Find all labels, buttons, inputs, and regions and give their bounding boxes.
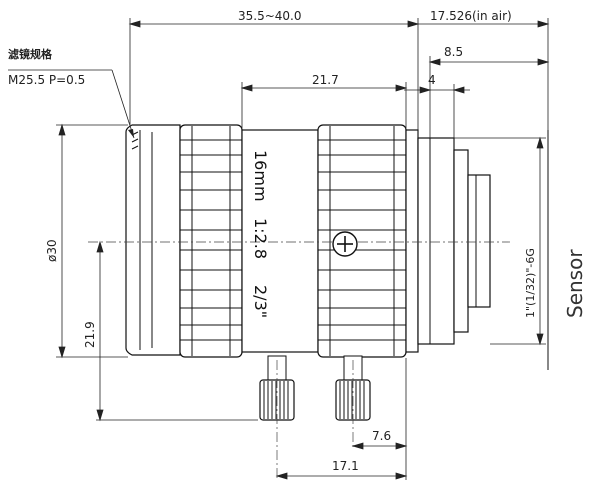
mount-step <box>453 149 469 333</box>
filter-label-cn: 滤镜规格 <box>8 47 53 61</box>
dim-screw-span <box>275 472 408 480</box>
dim-screw-offset <box>351 442 408 450</box>
dim-flange-step <box>404 86 470 94</box>
label-sensor-thread: 1"(1/32)"-6G <box>524 248 537 318</box>
marking-format: 2/3" <box>251 285 270 318</box>
marking-focal: 16mm <box>251 150 270 202</box>
extension-lines-h <box>56 124 546 421</box>
label-diameter: ø30 <box>45 239 59 262</box>
label-back-focal: 17.526(in air) <box>430 9 512 23</box>
filter-leader <box>111 69 135 139</box>
rear-collar <box>405 129 419 353</box>
label-center-height: 21.9 <box>83 321 97 348</box>
front-ring <box>125 124 181 356</box>
mount-flange <box>417 137 455 345</box>
dim-barrel-length <box>240 84 408 92</box>
center-barrel <box>241 129 319 353</box>
dim-diameter <box>58 123 66 359</box>
dim-center-height <box>96 240 104 422</box>
dim-mount-depth <box>428 58 550 66</box>
lock-screw-head <box>332 231 358 257</box>
focus-ring <box>179 124 243 358</box>
label-screw-span: 17.1 <box>332 459 359 473</box>
dim-sensor-thread <box>536 136 544 346</box>
label-screw-offset: 7.6 <box>372 429 391 443</box>
dim-back-focal <box>418 20 550 28</box>
iris-ring-ribs <box>318 126 406 356</box>
iris-ring <box>317 124 407 358</box>
label-flange-step: 4 <box>428 73 436 87</box>
label-barrel-length: 21.7 <box>312 73 339 87</box>
rear-thread <box>467 174 491 308</box>
marking-aperture: 1:2.8 <box>251 218 270 259</box>
filter-thread: M25.5 P=0.5 <box>8 73 85 87</box>
dim-top-length <box>128 20 420 28</box>
focus-ring-ribs <box>180 126 242 356</box>
label-top-length: 35.5~40.0 <box>238 9 302 23</box>
filter-leader-arrow <box>128 129 134 138</box>
label-mount-depth: 8.5 <box>444 45 463 59</box>
label-sensor: Sensor <box>563 249 587 318</box>
